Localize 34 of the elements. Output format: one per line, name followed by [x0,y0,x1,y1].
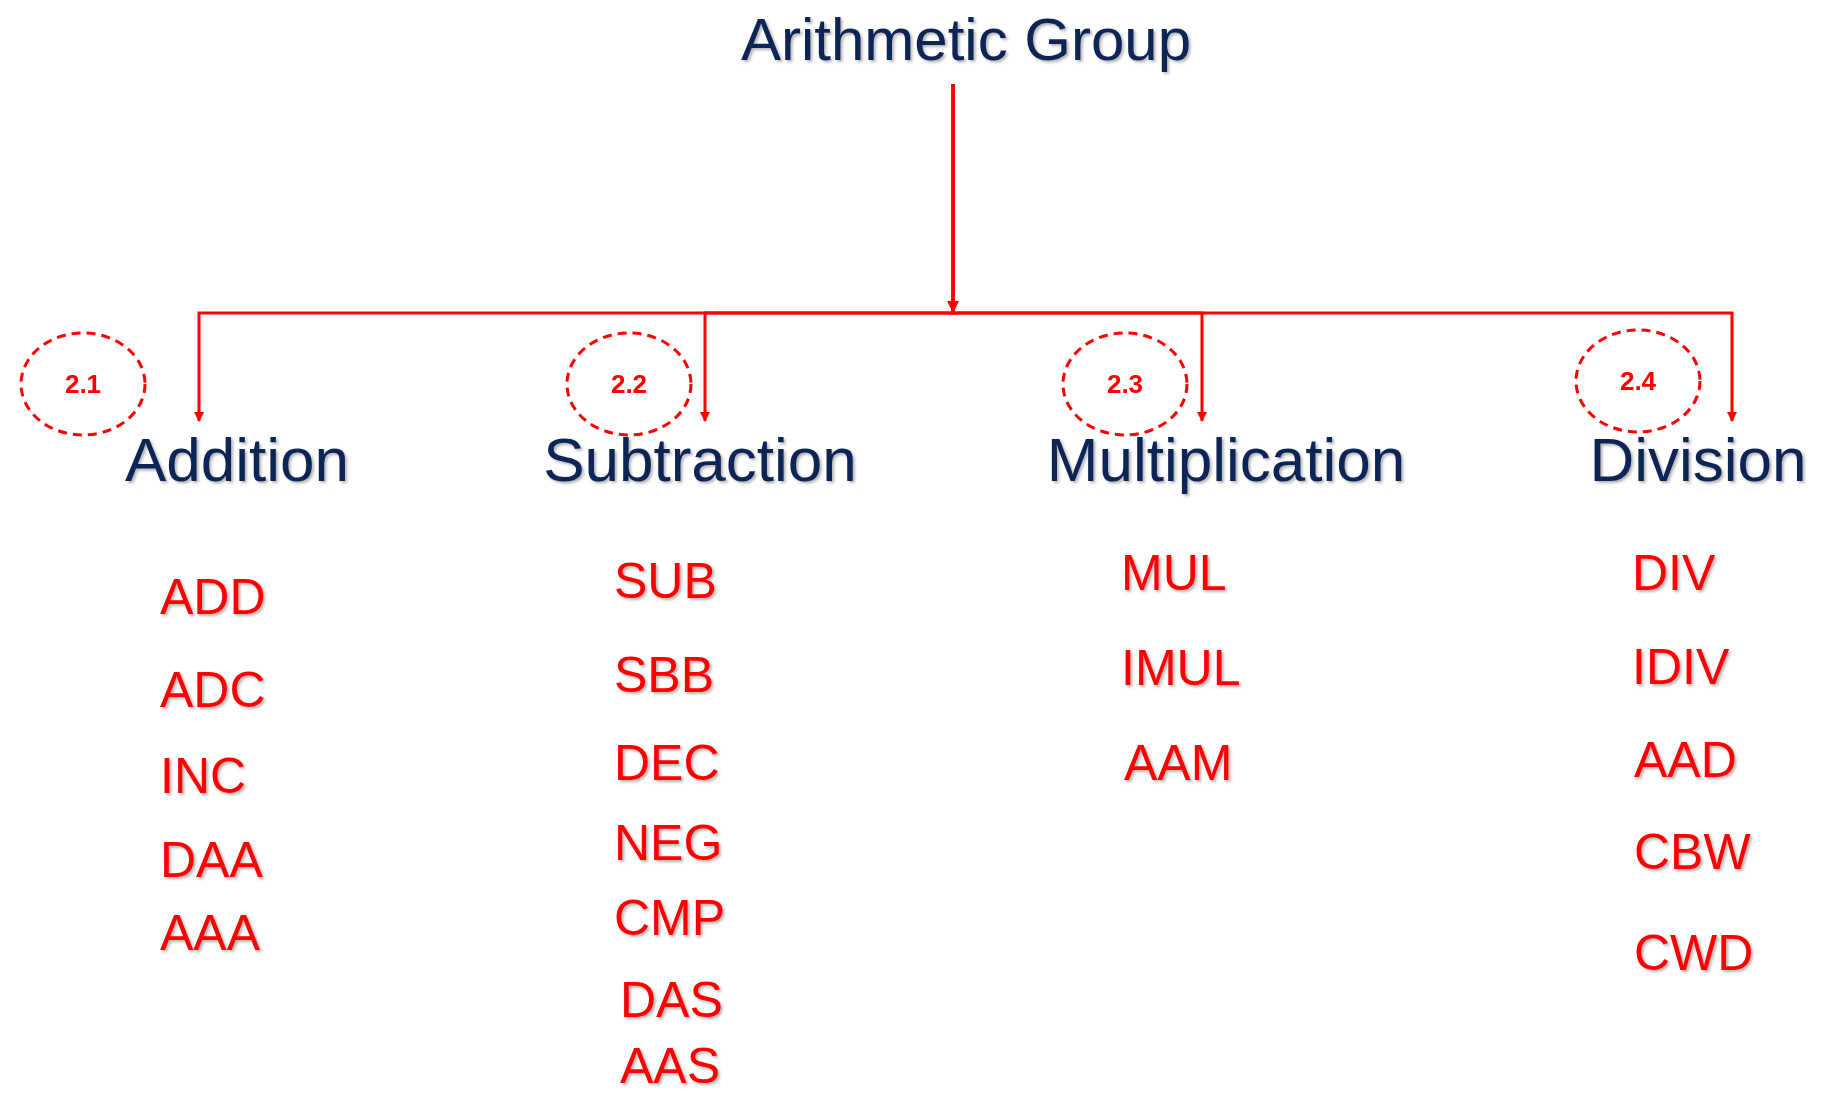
category-heading: Subtraction [543,423,857,498]
title-heading: Arithmetic Group [740,4,1192,76]
instruction-mnemonic: MUL [1121,548,1227,598]
category-heading: Division [1589,423,1807,498]
instruction-mnemonic: CBW [1634,827,1751,877]
instruction-mnemonic: IDIV [1632,642,1730,692]
instruction-mnemonic: DIV [1632,548,1716,598]
section-number: 2.2 [610,367,648,401]
instruction-mnemonic: SUB [614,556,717,606]
category-heading: Addition [124,423,350,498]
instruction-mnemonic: ADD [160,572,266,622]
instruction-mnemonic: AAD [1634,735,1737,785]
instruction-mnemonic: DAA [160,835,263,885]
section-number: 2.1 [64,367,102,401]
dashed-circle [1574,328,1702,434]
instruction-mnemonic: NEG [614,818,723,868]
instruction-mnemonic: CMP [614,893,726,943]
instruction-mnemonic: INC [160,751,247,801]
instruction-mnemonic: CWD [1634,928,1754,978]
instruction-mnemonic: AAS [620,1041,721,1091]
dashed-circle [565,331,693,437]
category-heading: Multiplication [1046,423,1406,498]
section-number: 2.4 [1619,364,1657,398]
dashed-circle [1061,331,1189,437]
instruction-mnemonic: SBB [614,650,715,700]
instruction-mnemonic: AAM [1124,738,1233,788]
instruction-mnemonic: DAS [620,975,723,1025]
instruction-mnemonic: DEC [614,738,720,788]
section-number: 2.3 [1106,367,1144,401]
dashed-circle [19,331,147,437]
connector-arrow [951,84,1737,422]
instruction-mnemonic: IMUL [1121,643,1241,693]
instruction-mnemonic: AAA [160,908,261,958]
instruction-mnemonic: ADC [160,665,266,715]
